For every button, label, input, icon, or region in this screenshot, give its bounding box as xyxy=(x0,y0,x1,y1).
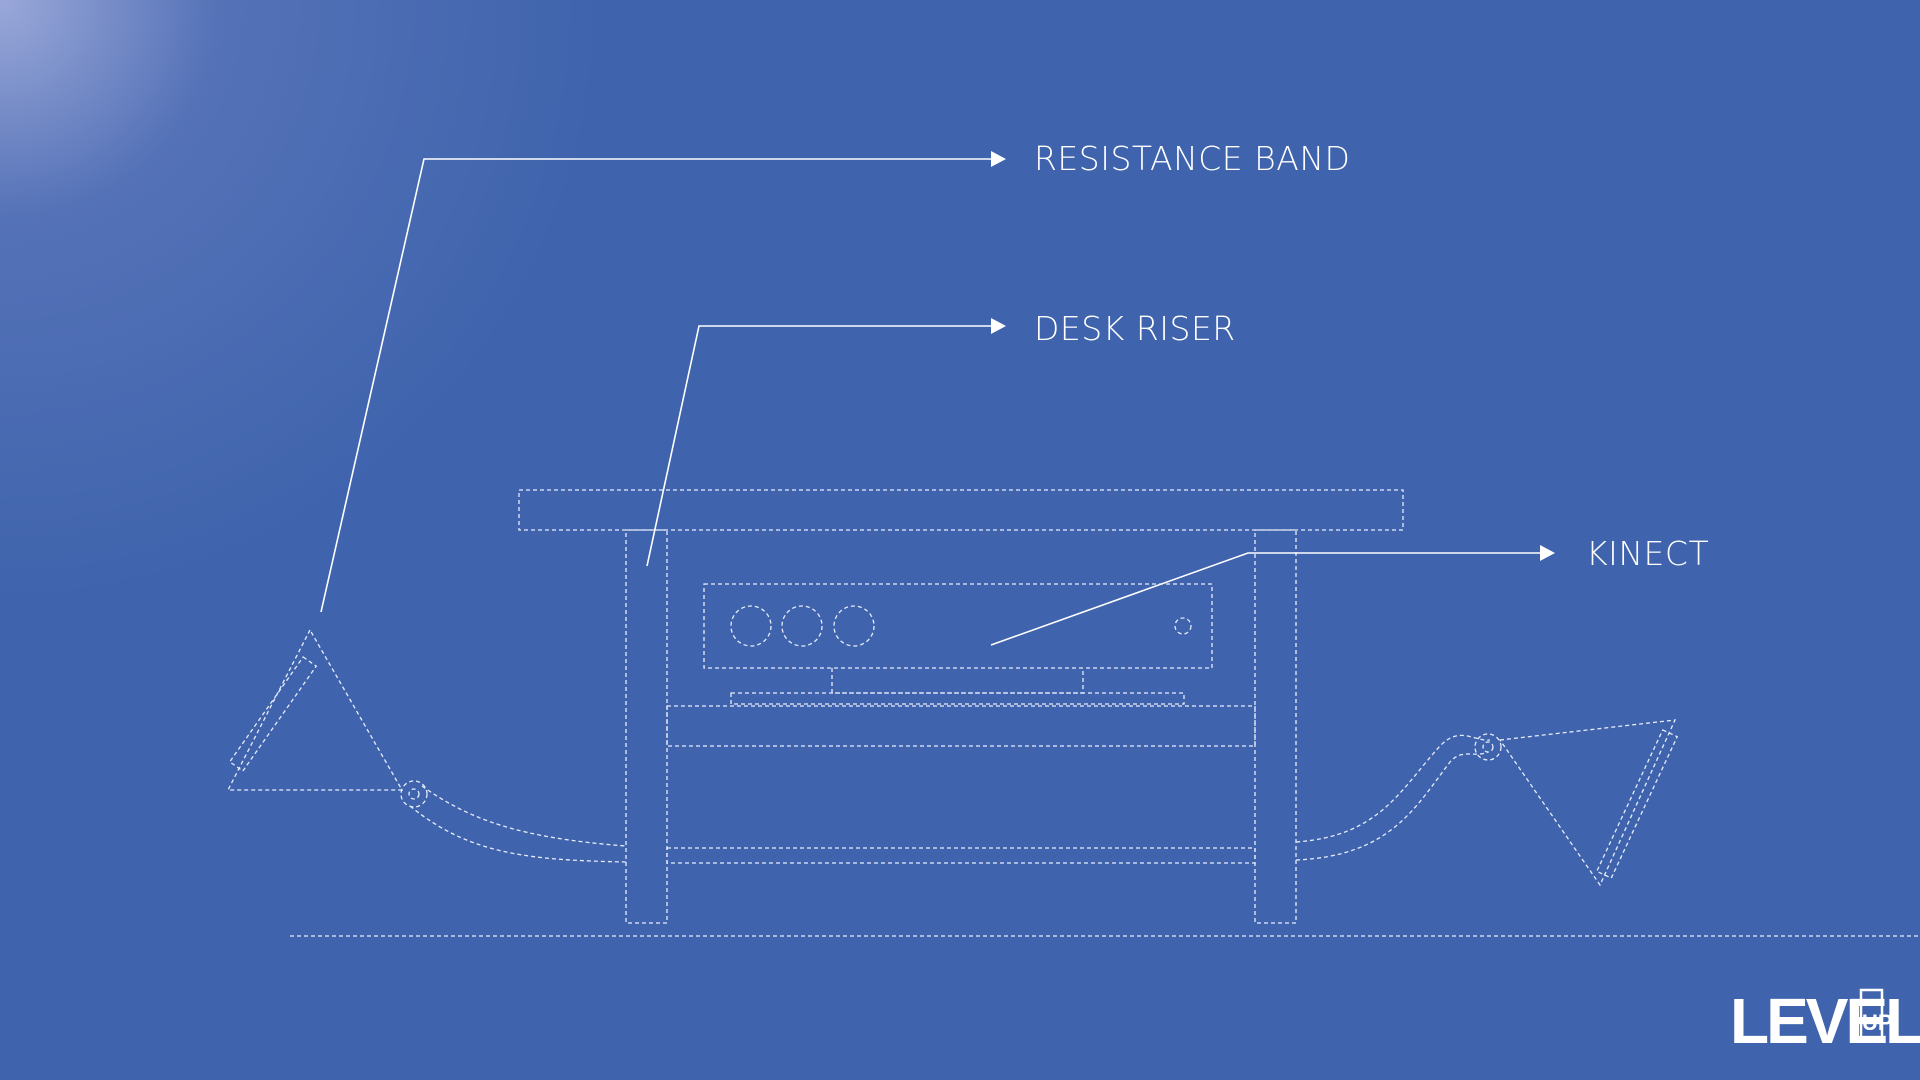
callout-kinect: KINECT xyxy=(990,534,1709,646)
callout-resistance-band: RESISTANCE BAND xyxy=(320,139,1350,613)
desk-leg-right xyxy=(1254,529,1297,924)
kinect-body xyxy=(703,583,1213,669)
band-tube-right-top xyxy=(1295,734,1491,843)
levelup-logo: LEVEL UP xyxy=(1730,985,1920,1057)
band-ring-left xyxy=(400,780,428,808)
label-desk-riser: DESK RISER xyxy=(1034,309,1236,348)
arrowhead-kinect xyxy=(1540,545,1555,561)
band-tube-left-top xyxy=(421,785,627,847)
desk-top xyxy=(518,489,1404,531)
band-ring-right-inner xyxy=(1482,741,1494,753)
kinect-led xyxy=(1174,617,1192,635)
band-handle-left-frame xyxy=(226,628,404,791)
resistance-band-left xyxy=(226,628,627,863)
kinect-sensor xyxy=(703,583,1213,705)
band-tube-left-bottom xyxy=(409,805,627,863)
label-kinect: KINECT xyxy=(1586,534,1709,573)
logo-up-text: UP xyxy=(1862,1010,1893,1035)
leader-line-desk-riser xyxy=(646,325,993,567)
band-ring-left-inner xyxy=(408,788,420,800)
leader-line-resistance-band xyxy=(320,158,993,613)
band-handle-left-grip xyxy=(228,656,318,772)
kinect-base xyxy=(730,692,1185,705)
band-tube-right-bottom xyxy=(1295,751,1489,861)
kinect-lens-3 xyxy=(833,605,875,647)
callout-desk-riser: DESK RISER xyxy=(646,309,1236,567)
arrowhead-resistance-band xyxy=(991,151,1006,167)
label-resistance-band: RESISTANCE BAND xyxy=(1034,139,1350,178)
desk-leg-left xyxy=(625,529,668,924)
desk-shelf-lower xyxy=(666,847,1256,864)
arrowhead-desk-riser xyxy=(991,318,1006,334)
resistance-band-right xyxy=(1295,719,1679,887)
kinect-lens-2 xyxy=(781,605,823,647)
logo-up-frame xyxy=(1859,988,1884,1042)
logo-main-text: LEVEL xyxy=(1730,985,1920,1057)
band-ring-right xyxy=(1474,733,1502,761)
kinect-neck xyxy=(831,668,1084,694)
desk-riser xyxy=(518,489,1404,924)
desk-shelf-upper xyxy=(666,705,1256,747)
kinect-lens-1 xyxy=(730,605,772,647)
leader-line-kinect xyxy=(990,552,1542,646)
band-handle-right-frame xyxy=(1498,719,1677,887)
